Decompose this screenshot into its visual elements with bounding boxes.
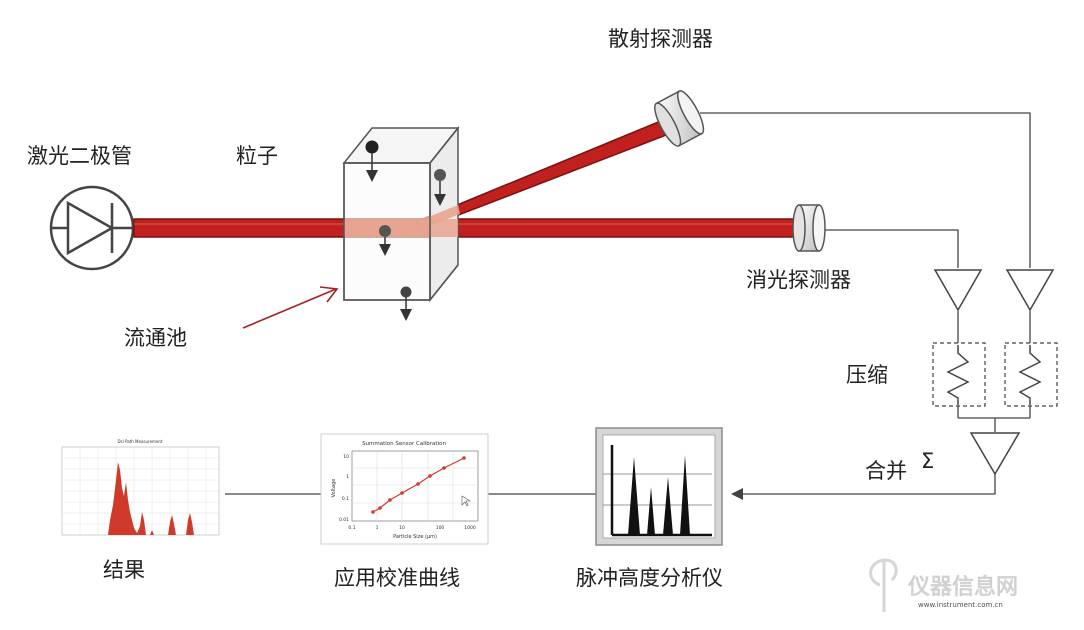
watermark-text: 仪器信息网 [907,574,1018,600]
particle-3 [379,225,391,256]
signal-wires [225,112,1031,500]
watermark-subtext: www.instrument.com.cn [918,601,1003,609]
label-compression: 压缩 [846,363,888,387]
label-laser-diode: 激光二极管 [27,144,132,168]
label-result: 结果 [103,558,145,582]
cal-xtick-0: 0.1 [348,525,355,531]
label-extinction-detector: 消光探测器 [746,268,851,292]
summing-amplifier [969,432,1021,476]
label-scatter-detector: 散射探测器 [608,27,713,51]
label-calibration-curve: 应用校准曲线 [334,566,460,590]
cal-ytick-1: 1 [346,474,349,480]
compression-block-2 [1004,342,1058,407]
label-particle: 粒子 [236,144,278,168]
label-merge: 合并 [865,459,907,483]
result-spectrum [108,462,146,535]
particle-2 [434,169,446,206]
result-plot-thumbnail: Dsl Path Measurement [52,437,224,542]
calibration-curve-thumbnail: Summation Sensor Calibration Voltage Par… [320,433,489,545]
cal-ytick-0: 10 [343,454,349,460]
amplifier-scatter [1005,269,1055,312]
particle-4 [400,286,412,321]
cal-xtick-4: 1000 [464,525,476,531]
calibration-points [371,456,466,514]
calibration-title: Summation Sensor Calibration [362,441,446,447]
result-plot-title: Dsl Path Measurement [117,439,162,444]
extinction-detector [792,204,826,252]
scatter-detector [654,90,705,147]
calibration-curve-line [372,457,465,513]
label-pulse-height-analyzer: 脉冲高度分析仪 [576,566,723,590]
particle-1 [365,140,379,182]
cal-ytick-3: 0.01 [339,517,349,523]
cal-xtick-1: 1 [376,525,379,531]
laser-beam [133,218,800,238]
watermark-logo-icon [869,558,898,612]
label-flow-cell: 流通池 [124,326,187,350]
flow-cell-pointer-arrow [242,286,339,329]
cal-ytick-2: 0.1 [342,496,349,502]
compression-block-1 [932,342,986,407]
calibration-xlabel: Particle Size (µm) [393,534,437,540]
cal-xtick-3: 100 [436,525,445,531]
cursor-icon [461,495,472,507]
calibration-yticks: 10 1 0.1 0.01 [339,454,349,523]
laser-diode-symbol [49,185,135,271]
flow-cell [342,125,460,303]
cal-xtick-2: 10 [399,525,405,531]
calibration-xticks: 0.1 1 10 100 1000 [348,525,475,531]
pulse-height-analyzer-display [595,427,723,546]
watermark: 仪器信息网 www.instrument.com.cn [869,558,1018,612]
calibration-ylabel: Voltage [331,479,337,498]
label-merge-symbol: Σ [921,449,934,473]
amplifier-extinction [933,269,983,312]
